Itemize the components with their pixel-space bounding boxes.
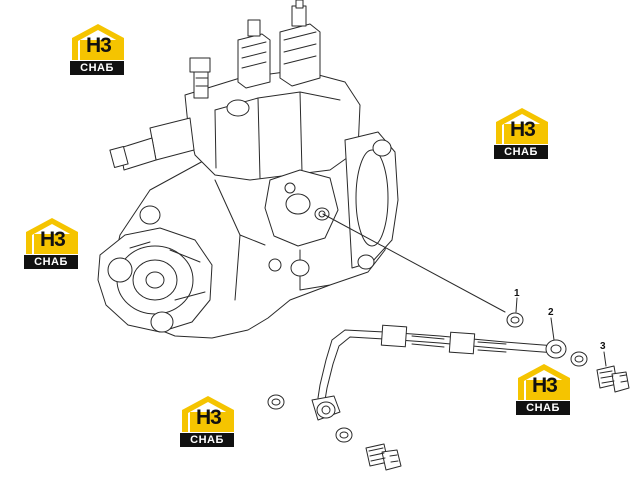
pump-outlet-port	[264, 169, 339, 247]
watermark-logo: Н3 СНАБ	[514, 360, 574, 418]
logo-caption-text: СНАБ	[516, 401, 570, 415]
callout-3: 3	[600, 341, 606, 352]
pump-valve-right	[279, 0, 321, 87]
callout-2-leader	[550, 317, 555, 341]
logo-house-shape	[182, 396, 234, 432]
banjo-bolt-lower	[365, 443, 402, 471]
pipe-banjo-fitting-upper	[545, 339, 567, 359]
callout-3-leader	[603, 351, 607, 367]
pump-top-fitting	[189, 57, 211, 99]
logo-house-shape	[518, 364, 570, 400]
sealing-washer-lower-b	[335, 427, 353, 443]
fuel-pump-assembly	[97, 0, 399, 339]
sealing-washer-upper-b	[570, 351, 588, 367]
sealing-washer-lower-a	[267, 394, 285, 410]
callout-1: 1	[514, 288, 520, 299]
pump-side-shaft	[109, 117, 195, 171]
logo-house-shape	[26, 218, 78, 254]
logo-mark-text: Н3	[196, 406, 222, 429]
pipe-banjo-fitting-lower	[311, 395, 341, 421]
watermark-logo: Н3 СНАБ	[22, 214, 82, 272]
pump-valve-left	[237, 19, 271, 89]
logo-house-shape	[496, 108, 548, 144]
banjo-bolt-upper	[596, 365, 630, 393]
logo-caption-text: СНАБ	[70, 61, 124, 75]
callout-1-leader	[515, 297, 518, 313]
watermark-logo: Н3 СНАБ	[492, 104, 552, 162]
logo-mark-text: Н3	[40, 228, 66, 251]
pump-mounting-flange	[344, 131, 399, 270]
callout-2: 2	[548, 307, 554, 318]
logo-caption-text: СНАБ	[180, 433, 234, 447]
logo-caption-text: СНАБ	[494, 145, 548, 159]
logo-house-shape	[72, 24, 124, 60]
pump-gear-housing	[97, 205, 213, 333]
high-pressure-pipe	[317, 324, 557, 401]
logo-mark-text: Н3	[510, 118, 536, 141]
sealing-washer-upper-a	[506, 312, 524, 328]
watermark-logo: Н3 СНАБ	[68, 20, 128, 78]
logo-caption-text: СНАБ	[24, 255, 78, 269]
assembly-leader-line	[322, 213, 506, 313]
watermark-logo: Н3 СНАБ	[178, 392, 238, 450]
logo-mark-text: Н3	[532, 374, 558, 397]
logo-mark-text: Н3	[86, 34, 112, 57]
